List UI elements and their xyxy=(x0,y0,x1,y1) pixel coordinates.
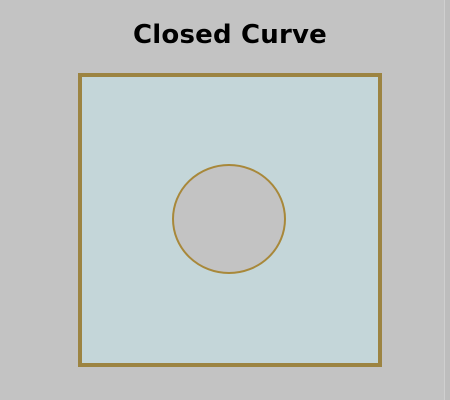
right-edge-border xyxy=(444,0,450,400)
inner-circle-hole xyxy=(172,164,286,274)
diagram-title: Closed Curve xyxy=(132,20,328,50)
